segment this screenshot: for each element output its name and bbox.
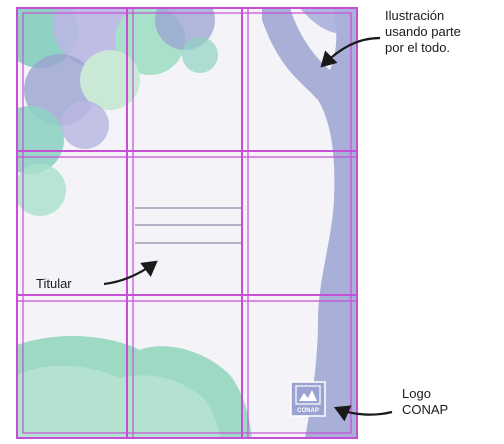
annotation-line: CONAP [402,402,449,417]
annotation-line: Logo [402,386,431,401]
arrow-to-title [103,260,158,286]
annotation-line: usando parte [385,24,461,39]
illustration-annotation: Ilustración usando parte por el todo. [385,8,461,56]
layout-grid [16,7,358,439]
tree-branch [300,8,357,34]
title-annotation: Titular [36,276,72,292]
annotation-line: Ilustración [385,8,445,23]
foliage-top-left [17,8,218,216]
arrow-to-illustration [320,36,381,68]
annotation-line: por el todo. [385,40,451,55]
arrow-to-logo [333,405,393,422]
tree-trunk [262,8,357,438]
annotation-label: Titular [36,276,72,291]
logo-wordmark: CONAP [297,408,319,414]
title-placeholder [135,207,243,244]
logo-annotation: Logo CONAP [402,386,448,418]
hills-bottom [17,335,252,438]
grid-inner-border [22,12,352,434]
conap-logo: CONAP [290,381,326,417]
grid-border [16,7,358,439]
